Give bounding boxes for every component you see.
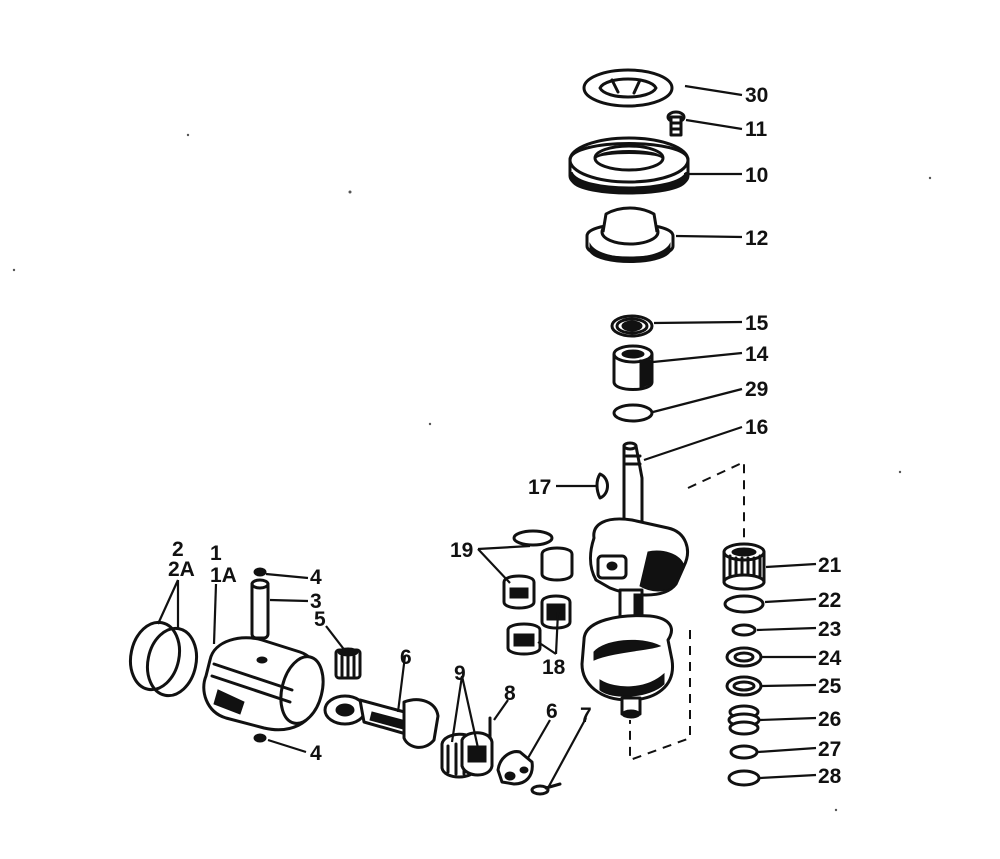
- callout-23: 23: [818, 618, 841, 641]
- callout-2: 2: [172, 538, 184, 561]
- part-23-ring: [731, 623, 757, 637]
- callout-9: 9: [454, 662, 466, 685]
- part-5-needle-bearing: [334, 647, 362, 680]
- callout-28: 28: [818, 765, 842, 788]
- part-10-bearing-housing: [568, 136, 690, 195]
- callout-21: 21: [818, 554, 842, 577]
- callout-4-upper: 4: [310, 566, 322, 589]
- callout-4-lower: 4: [310, 742, 322, 765]
- callout-1: 1: [210, 542, 222, 565]
- callout-12: 12: [745, 227, 768, 250]
- part-12-seal-housing: [585, 206, 675, 263]
- assembly-dash-line: [629, 460, 745, 762]
- callout-18: 18: [542, 656, 566, 679]
- part-25-washer: [725, 675, 763, 697]
- callout-5: 5: [314, 608, 326, 631]
- part-16-crankshaft: [580, 441, 689, 719]
- part-4-clip-lower: [253, 733, 267, 743]
- part-6-connecting-rod: [323, 694, 440, 749]
- part-28-ring: [727, 769, 761, 787]
- callout-11: 11: [745, 118, 768, 141]
- callout-1a: 1A: [210, 564, 237, 587]
- callout-30: 30: [745, 84, 768, 107]
- callout-25: 25: [818, 675, 842, 698]
- callout-10: 10: [745, 164, 768, 187]
- callout-24: 24: [818, 647, 842, 670]
- part-29-o-ring: [612, 403, 654, 423]
- leader-lines: [156, 84, 817, 789]
- callout-22: 22: [818, 589, 841, 612]
- callout-29: 29: [745, 378, 768, 401]
- part-1-piston: [202, 636, 325, 732]
- callout-17: 17: [528, 476, 551, 499]
- callout-6-cap: 6: [546, 700, 558, 723]
- callout-19: 19: [450, 539, 473, 562]
- part-26-spring-seal: [727, 704, 761, 736]
- part-19-bearing-halves: [502, 529, 574, 610]
- callout-14: 14: [745, 343, 769, 366]
- part-11-screw: [666, 110, 686, 137]
- callout-15: 15: [745, 312, 769, 335]
- part-21-roller-bearing: [722, 542, 766, 591]
- callout-6-rod: 6: [400, 646, 412, 669]
- part-27-ring: [729, 744, 759, 760]
- callout-8: 8: [504, 682, 516, 705]
- part-7-screw: [530, 782, 562, 796]
- part-22-ring: [723, 594, 765, 614]
- part-9-rod-bearing: [440, 731, 494, 779]
- scan-specks: [12, 133, 932, 812]
- part-24-washer: [725, 646, 763, 668]
- part-30-retainer-plate: [582, 68, 674, 108]
- callout-3: 3: [310, 590, 322, 613]
- part-15-seal: [610, 314, 654, 338]
- callout-26: 26: [818, 708, 841, 731]
- part-18-needle-cages: [506, 594, 572, 656]
- callout-2a: 2A: [168, 558, 195, 581]
- callout-7: 7: [580, 704, 592, 727]
- callout-27: 27: [818, 738, 841, 761]
- part-6-rod-cap: [496, 750, 534, 786]
- callout-labels: 30 11 10 12 15 14 29 16 17 19 21 22 23 2…: [168, 84, 842, 788]
- part-3-wrist-pin: [250, 578, 270, 640]
- part-2-piston-rings: [128, 620, 199, 698]
- part-14-sleeve: [612, 344, 654, 391]
- part-17-key: [595, 472, 609, 500]
- callout-16: 16: [745, 416, 768, 439]
- part-4-clip-upper: [253, 567, 267, 577]
